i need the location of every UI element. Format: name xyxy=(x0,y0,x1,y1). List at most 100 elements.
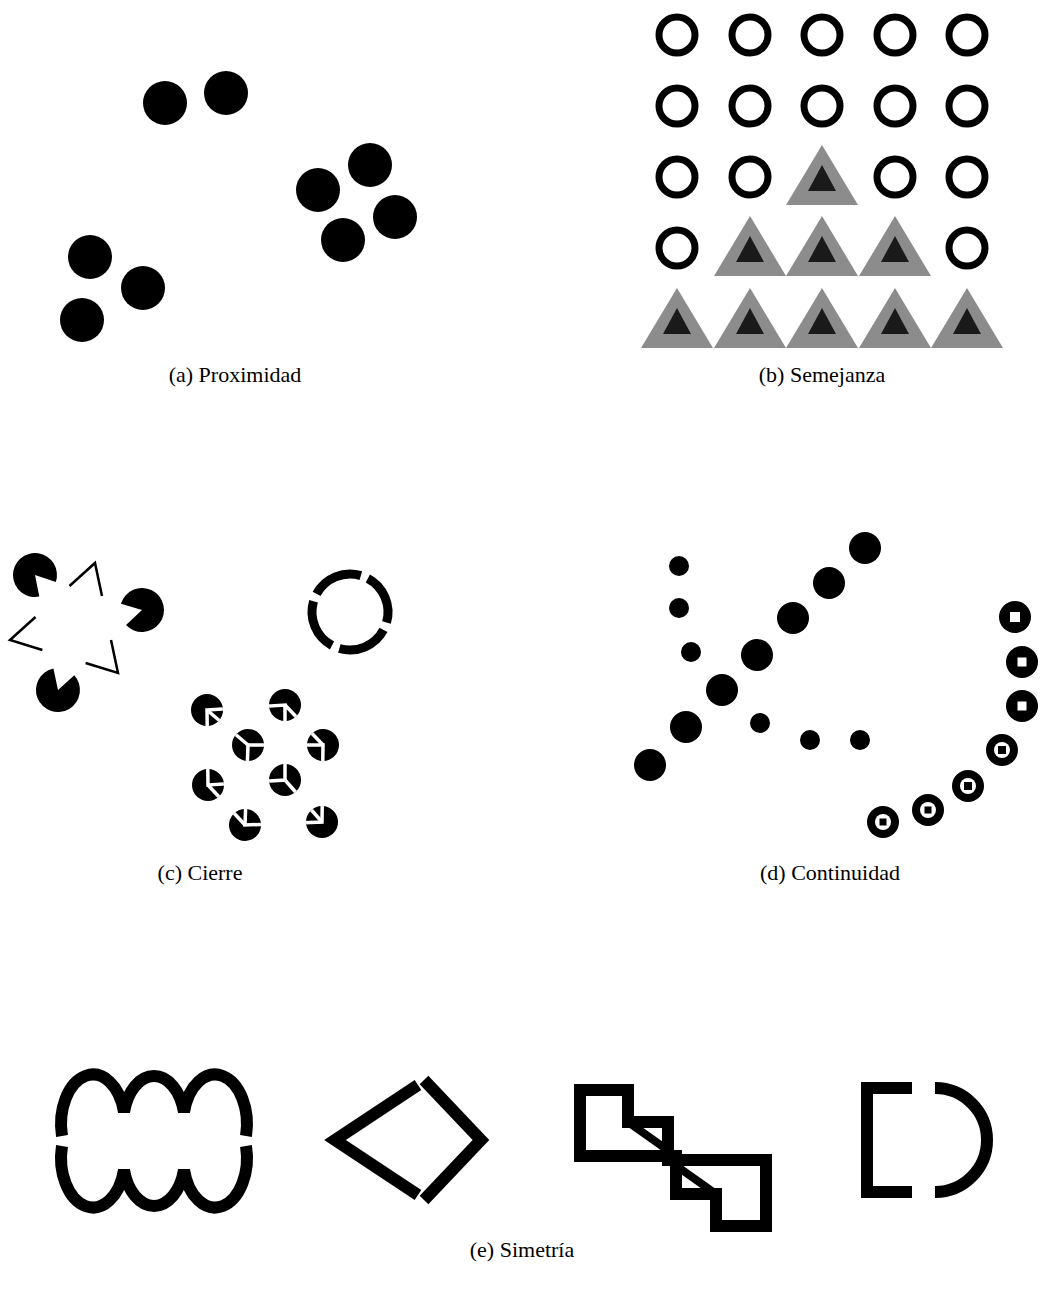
continuity-dots xyxy=(706,674,738,706)
similarity-grid xyxy=(877,17,913,53)
similarity-grid xyxy=(859,216,931,276)
similarity-grid xyxy=(786,216,858,276)
similarity-grid xyxy=(859,288,931,348)
proximity-dots xyxy=(373,195,417,239)
similarity-grid xyxy=(732,17,768,53)
continuity-dots xyxy=(634,749,666,781)
proximity-dots xyxy=(121,266,165,310)
similarity-grid xyxy=(804,17,840,53)
figure-caption: (e) Simetría xyxy=(470,1237,574,1263)
similarity-grid xyxy=(859,288,931,348)
continuity-dots xyxy=(800,730,820,750)
similarity-grid xyxy=(808,236,836,262)
similarity-grid xyxy=(949,230,985,266)
ringed-dots xyxy=(960,778,976,794)
ringed-dots xyxy=(999,601,1031,633)
similarity-grid xyxy=(804,17,840,53)
figure-caption: (d) Continuidad xyxy=(760,860,900,886)
similarity-grid xyxy=(786,288,858,348)
similarity-grid xyxy=(949,159,985,195)
similarity-grid xyxy=(641,288,713,348)
proximity-dots xyxy=(321,218,365,262)
ringed-dots xyxy=(986,734,1018,766)
ringed-dots xyxy=(925,807,932,814)
similarity-grid xyxy=(641,17,1003,348)
similarity-grid xyxy=(804,88,840,124)
figure-caption: (b) Semejanza xyxy=(759,362,885,388)
figure-caption: (a) Proximidad xyxy=(169,362,302,388)
continuity-dots xyxy=(681,642,701,662)
ringed-dots xyxy=(920,802,936,818)
similarity-grid xyxy=(931,288,1003,348)
proximity-dots xyxy=(348,143,392,187)
kanizsa-cube xyxy=(285,780,322,822)
similarity-grid xyxy=(949,17,985,53)
similarity-grid xyxy=(877,17,913,53)
ringed-dots xyxy=(867,601,1038,838)
kanizsa-triangle xyxy=(36,669,80,713)
similarity-grid xyxy=(786,288,858,348)
similarity-grid xyxy=(714,288,786,348)
similarity-grid xyxy=(881,308,909,334)
continuity-dots xyxy=(634,532,881,781)
similarity-grid xyxy=(881,236,909,262)
continuity-dots xyxy=(750,713,770,733)
similarity-grid xyxy=(736,236,764,262)
similarity-grid xyxy=(949,17,985,53)
similarity-grid xyxy=(659,230,695,266)
ringed-dots xyxy=(1018,658,1027,667)
kanizsa-triangle xyxy=(121,588,164,632)
similarity-grid xyxy=(659,159,695,195)
kanizsa-cube xyxy=(208,785,245,825)
similarity-grid xyxy=(859,216,931,276)
kanizsa-cube xyxy=(207,705,285,785)
similarity-grid xyxy=(736,308,764,334)
symmetry-figures xyxy=(935,1088,987,1192)
ringed-dots xyxy=(912,794,944,826)
figure-caption: (c) Cierre xyxy=(158,860,243,886)
proximity-dots xyxy=(204,71,248,115)
similarity-grid xyxy=(641,288,713,348)
ringed-dots xyxy=(1018,702,1027,711)
similarity-grid xyxy=(659,230,695,266)
kanizsa-triangle xyxy=(10,553,164,712)
symmetry-figures xyxy=(424,1080,481,1200)
broken-circle xyxy=(299,561,402,664)
symmetry-figures xyxy=(61,1146,247,1207)
kanizsa-cube xyxy=(191,689,339,841)
proximity-dots xyxy=(60,71,417,342)
kanizsa-cube xyxy=(245,745,323,825)
symmetry-figures xyxy=(668,1160,716,1194)
kanizsa-triangle xyxy=(10,617,42,650)
similarity-grid xyxy=(732,159,768,195)
similarity-grid xyxy=(949,230,985,266)
caption-holder: (a) Proximidad xyxy=(169,362,302,388)
similarity-grid xyxy=(877,88,913,124)
caption-holder: (e) Simetría xyxy=(470,1237,574,1263)
broken-circle xyxy=(299,561,402,664)
kanizsa-triangle xyxy=(13,553,57,597)
similarity-grid xyxy=(877,159,913,195)
symmetry-figures xyxy=(61,1075,247,1136)
ringed-dots xyxy=(998,746,1006,754)
similarity-grid xyxy=(804,88,840,124)
caption-holder: (b) Semejanza xyxy=(759,362,885,388)
similarity-grid xyxy=(714,216,786,276)
continuity-dots xyxy=(849,532,881,564)
symmetry-figures xyxy=(335,1085,418,1195)
similarity-grid xyxy=(732,159,768,195)
caption-holder: (d) Continuidad xyxy=(760,860,900,886)
similarity-grid xyxy=(786,145,858,205)
similarity-grid xyxy=(953,308,981,334)
kanizsa-cube xyxy=(207,705,323,825)
kanizsa-cube xyxy=(285,705,323,745)
similarity-grid xyxy=(714,216,786,276)
symmetry-figures xyxy=(628,1122,676,1156)
ringed-dots xyxy=(880,819,887,826)
kanizsa-cube xyxy=(207,710,248,745)
continuity-dots xyxy=(669,598,689,618)
similarity-grid xyxy=(808,308,836,334)
similarity-grid xyxy=(808,165,836,191)
similarity-grid xyxy=(931,288,1003,348)
continuity-dots xyxy=(777,602,809,634)
